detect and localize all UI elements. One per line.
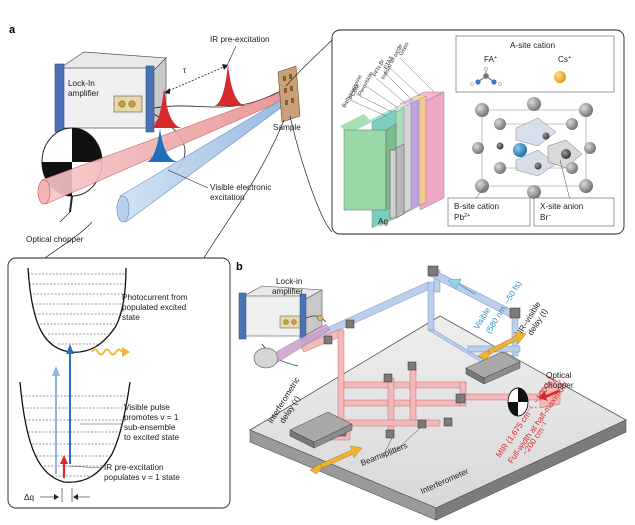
ground-state-well (19, 381, 131, 483)
cs-atom (554, 71, 566, 83)
ir-pre-energy-label-1: IR pre-excitation (104, 463, 164, 472)
ir-visible-delay-arrow (477, 331, 527, 361)
pb-label: Pb2+ (454, 213, 470, 222)
interferometric-delay-stage (289, 411, 353, 449)
fa-molecule (470, 66, 502, 86)
perovskite-crystal (472, 97, 596, 199)
photocurrent-wave (91, 348, 123, 356)
lockin-b-label-1: Lock-in (276, 277, 303, 286)
photocurrent-label-2: populated excited (122, 303, 187, 312)
b-site-box (447, 197, 531, 227)
dq-label: Δq (24, 493, 34, 502)
lockin-amplifier-a (54, 51, 167, 133)
ir-visible-delay-stage (465, 351, 521, 385)
b-site-label: B-site cation (454, 202, 499, 211)
fa-label: FA+ (484, 55, 497, 64)
lockin-label-1: Lock-In (68, 79, 95, 88)
visible-pulse-label-2: promotes v = 1 (124, 413, 179, 422)
parabolic-mirror (253, 347, 279, 369)
ir-pulse-1 (150, 88, 182, 128)
visible-label-2: excitation (210, 193, 245, 202)
lockin-b-label-2: amplifier (272, 287, 303, 296)
visible-pulse-label-4: to excited state (124, 433, 180, 442)
br-label: Br− (540, 213, 551, 222)
panel-b-label: b (236, 261, 243, 273)
visible-input-arrow (447, 278, 477, 295)
visible-label-1: Visible electronic (210, 183, 271, 192)
interferometric-delay-arrow (309, 445, 363, 475)
tau-arrow (165, 65, 227, 93)
tau-label: τ (183, 66, 187, 75)
cs-label: Cs+ (558, 55, 571, 64)
sample-label: Sample (273, 123, 301, 132)
ag-label: Ag (378, 217, 388, 226)
visible-pulse (146, 128, 178, 162)
a-site-label: A-site cation (510, 41, 555, 50)
optical-table (249, 315, 627, 521)
excited-state-well (27, 267, 127, 353)
photocurrent-label-1: Photocurrent from (122, 293, 188, 302)
photocurrent-label-3: state (122, 313, 140, 322)
visible-pulse-label-1: Visible pulse (124, 403, 170, 412)
mir-input-arrow (538, 390, 560, 401)
ir-pulse-2 (214, 64, 246, 106)
ir-pre-energy-label-2: populates v = 1 state (104, 473, 180, 482)
optical-chopper-b-label-2: chopper (544, 381, 574, 390)
lockin-label-2: amplifier (68, 89, 99, 98)
optical-chopper-b-label-1: Optical (546, 371, 572, 380)
lockin-amplifier-b (238, 285, 324, 340)
sample-b (316, 314, 324, 322)
sample-chip (277, 65, 301, 123)
panel-a-label: a (9, 24, 16, 36)
a-site-box (455, 35, 615, 93)
energy-inset-box (7, 257, 231, 509)
ir-pre-excitation-label: IR pre-excitation (210, 35, 270, 44)
x-site-box (533, 197, 615, 227)
optical-chopper-b (507, 387, 529, 417)
x-site-label: X-site anion (540, 202, 584, 211)
visible-pulse-label-3: sub-ensemble (124, 423, 176, 432)
chopper-label-a: Optical chopper (26, 235, 84, 244)
device-stack (340, 91, 445, 229)
